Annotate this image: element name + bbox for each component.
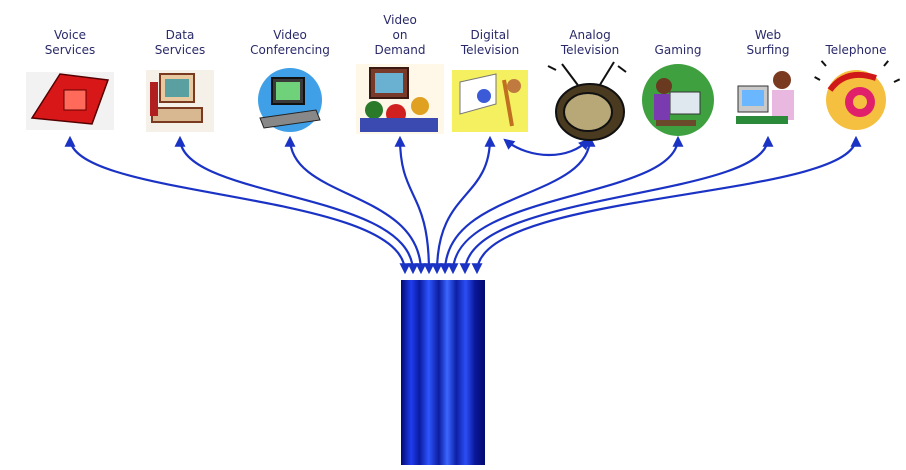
data-services-label-line: Data [165, 28, 195, 42]
person-at-computer-icon [734, 66, 802, 134]
video-on-demand-label-line: Video [383, 13, 417, 27]
gaming-label-line: Gaming [654, 43, 702, 57]
video-on-demand-label-line: Demand [374, 43, 426, 57]
digital-television-label-line: Digital [470, 28, 510, 42]
video-conferencing-label-line: Conferencing [250, 43, 330, 57]
fax-machine-icon [26, 72, 114, 130]
web-surfing-label-line: Surfing [746, 43, 790, 57]
video-on-demand-label-line: on [392, 28, 408, 42]
gamer-icon [642, 64, 714, 136]
digital-television-label-line: Television [460, 43, 520, 57]
telephone-label-line: Telephone [825, 43, 887, 57]
analog-television-label-line: Television [560, 43, 620, 57]
retro-tv-icon [547, 61, 627, 141]
data-services-label-line: Services [154, 43, 206, 57]
voice-services-label-line: Services [44, 43, 96, 57]
arrow-to-digital-television [431, 135, 496, 275]
arrow-to-web-surfing [459, 135, 774, 275]
family-watching-tv-icon [356, 64, 444, 134]
computer-terminal-icon [146, 70, 214, 132]
arrow-to-analog-television [439, 135, 596, 275]
voice-services-label-line: Voice [54, 28, 86, 42]
digital-tv-icon [452, 70, 528, 132]
digital-analog-tv-link-arrow [503, 138, 590, 157]
analog-television-label-line: Analog [569, 28, 611, 42]
ringing-telephone-icon [814, 60, 901, 130]
cable-bundle [401, 280, 485, 465]
video-phone-icon [258, 68, 322, 132]
connection-arrows [64, 135, 862, 275]
video-conferencing-label-line: Video [273, 28, 307, 42]
arrow-to-telephone [471, 135, 862, 275]
web-surfing-label-line: Web [754, 28, 782, 42]
arrow-to-video-on-demand [394, 135, 435, 275]
telephone-label: Telephone [801, 43, 906, 58]
gaming-label: Gaming [623, 43, 733, 58]
arrow-to-voice-services [64, 135, 411, 275]
